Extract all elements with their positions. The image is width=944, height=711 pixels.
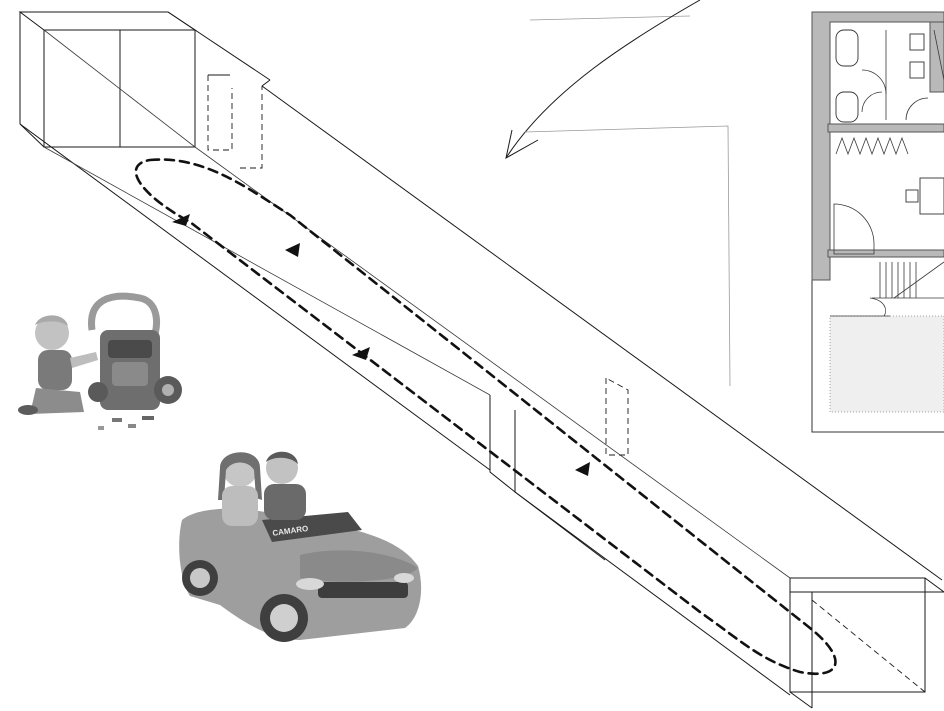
- toy-car-headlight: [394, 573, 414, 583]
- child-shoe: [18, 405, 38, 415]
- child-legs: [30, 388, 84, 414]
- toilet-icon: [836, 30, 858, 66]
- toy-engine-hub: [162, 384, 174, 396]
- direction-arrow: [285, 243, 300, 257]
- curved-arrow-shaft: [506, 0, 700, 158]
- corridor-door-dashed: [208, 75, 232, 150]
- direction-arrow: [352, 347, 370, 360]
- corridor-step: [490, 395, 515, 492]
- curved-arrow-head: [506, 130, 538, 158]
- corridor-end-block-top: [20, 12, 195, 30]
- child-toy-engine-photo: [18, 296, 182, 430]
- chair-icon: [906, 190, 918, 202]
- corridor-end-block-front-2: [790, 592, 925, 692]
- corridor-door-dashed: [606, 378, 628, 455]
- boy-body: [264, 484, 306, 520]
- floor-plan: [812, 12, 944, 432]
- floor-plan-wall: [828, 124, 944, 132]
- toy-car-grille: [318, 582, 408, 598]
- child-body: [38, 350, 72, 390]
- toy-engine-wheel: [88, 382, 108, 402]
- toy-car-headlight: [296, 578, 324, 590]
- corridor-end-block-edge: [20, 124, 44, 147]
- corridor-lower-wall: [20, 124, 490, 470]
- corridor-top-edge: [168, 12, 270, 80]
- direction-arrow: [575, 462, 590, 476]
- corridor-upper-wall-joint: [262, 80, 270, 86]
- toy-piece: [142, 416, 154, 420]
- corridor-step-line: [515, 492, 605, 560]
- corridor-door-dashed: [240, 86, 262, 168]
- children-toy-car-photo: CAMARO: [179, 452, 421, 642]
- curved-arrow: [506, 0, 730, 386]
- corridor-lower-wall: [515, 492, 790, 695]
- toy-engine-block: [108, 340, 152, 358]
- toy-car-rim: [190, 568, 210, 588]
- sink-icon: [910, 62, 924, 78]
- table-icon: [920, 178, 944, 214]
- toy-car-rim: [270, 604, 298, 632]
- arrow-guide-line: [525, 126, 730, 386]
- child-arm: [70, 352, 98, 368]
- girl-body: [222, 486, 258, 526]
- floor-plan-wall: [828, 250, 944, 257]
- toy-engine-block: [112, 362, 148, 386]
- toilet-icon: [836, 92, 858, 122]
- corridor-end-block-edge-2: [790, 692, 812, 708]
- sink-icon: [910, 34, 924, 50]
- corridor-end-block-top-2: [790, 578, 944, 592]
- toy-piece: [128, 424, 136, 428]
- floor-area-hatched: [830, 316, 944, 412]
- floor-plan-wall: [930, 22, 944, 92]
- toy-piece: [98, 426, 104, 430]
- toy-piece: [112, 418, 122, 422]
